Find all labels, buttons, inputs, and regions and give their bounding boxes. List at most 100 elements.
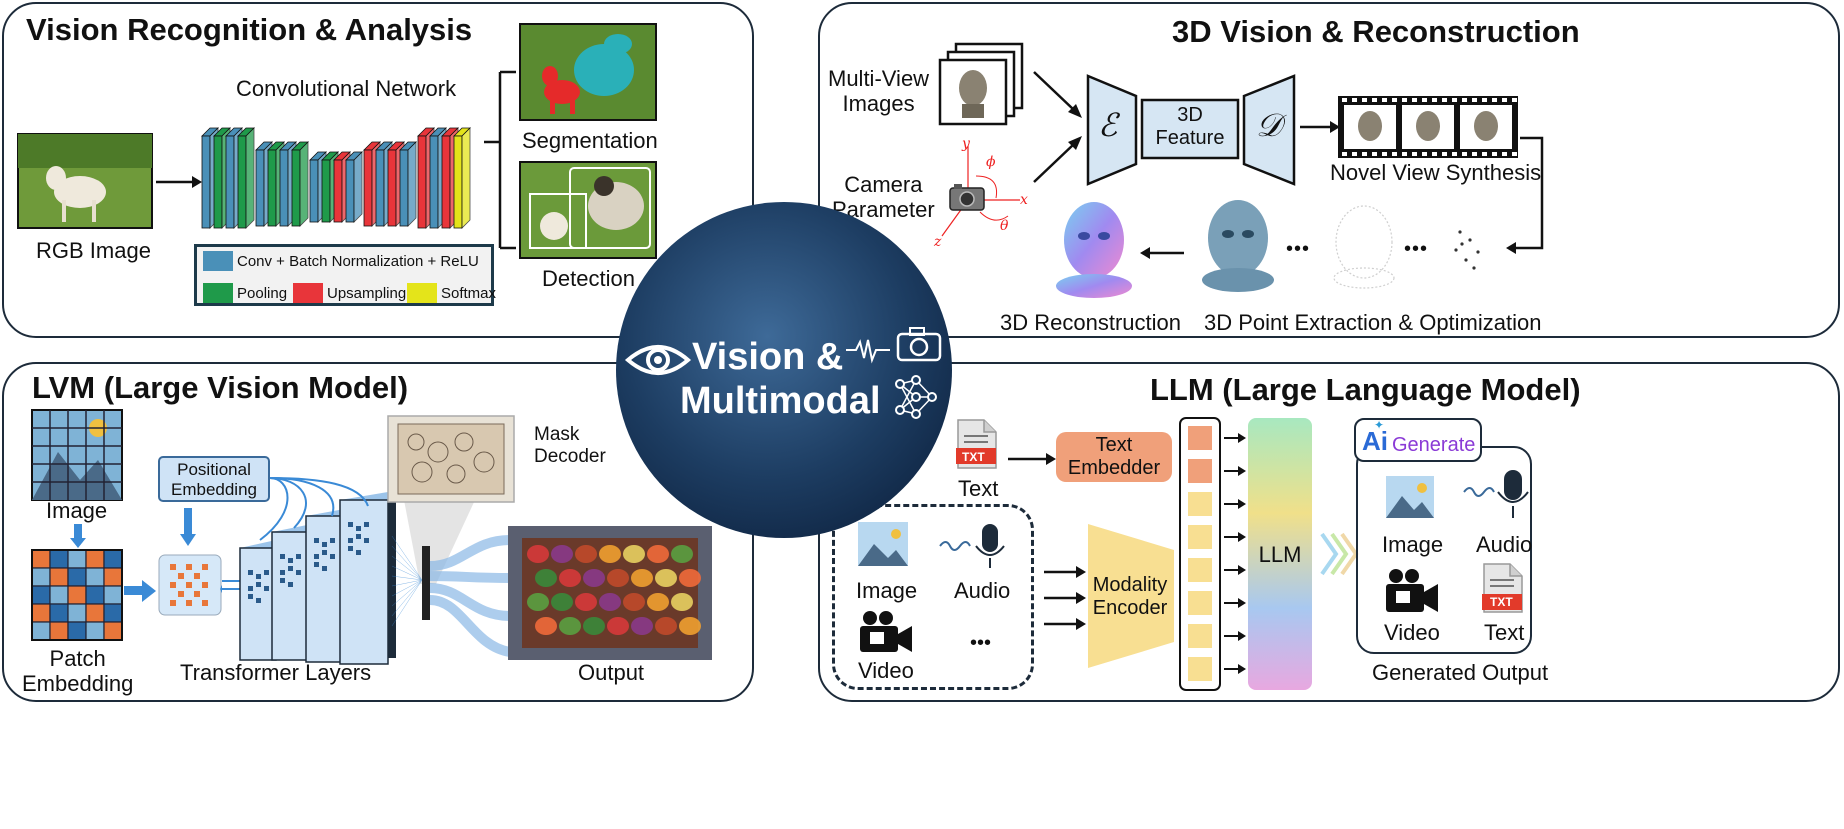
ai-generate-word: Generate xyxy=(1392,434,1476,456)
token-arrows xyxy=(1224,433,1246,674)
decoder-symbol: 𝒟 xyxy=(1256,106,1282,144)
point-cloud-light xyxy=(1333,205,1395,289)
legend-swatch-softmax xyxy=(407,283,437,303)
legend-swatch-pooling xyxy=(203,283,233,303)
feature-label-line2: Feature xyxy=(1155,127,1225,149)
gen-txt-badge: TXT xyxy=(1490,595,1513,609)
arrows-into-modality-encoder xyxy=(1044,566,1086,630)
legend-label-conv: Conv + Batch Normalization + ReLU xyxy=(237,253,479,270)
feature-label-line1: 3D xyxy=(1177,104,1203,126)
transformer-layers-label: Transformer Layers xyxy=(180,660,372,685)
multiview-label-line2: Images xyxy=(842,91,915,117)
arrow-pos-down xyxy=(180,508,196,546)
encoder-decoder-block xyxy=(1086,74,1296,186)
token-embedding-box xyxy=(158,554,222,616)
point-cloud-sparse xyxy=(1454,230,1480,270)
panel-title-lvm: LVM (Large Vision Model) xyxy=(32,370,409,405)
lvm-output-photo xyxy=(508,526,712,660)
segmentation-label: Segmentation xyxy=(522,128,658,153)
legend-label-softmax: Softmax xyxy=(441,285,497,302)
panel-title-llm: LLM (Large Language Model) xyxy=(1150,372,1581,407)
axis-label-x: x xyxy=(1020,192,1028,208)
mask-label-line2: Decoder xyxy=(534,445,606,467)
gen-video-icon xyxy=(1386,569,1438,612)
camera-label-line1: Camera xyxy=(844,172,923,197)
mask-decoder-projection xyxy=(387,415,515,584)
llm-text-input-label: Text xyxy=(958,476,999,501)
lvm-image-label: Image xyxy=(46,498,108,523)
waveform-icon xyxy=(846,339,890,364)
center-title-line2: Multimodal xyxy=(680,380,881,422)
reconstruction-label: 3D Reconstruction xyxy=(1000,310,1181,335)
gen-audio-icon xyxy=(1463,470,1529,518)
chevrons-to-output xyxy=(1320,532,1359,576)
legend-swatch-conv xyxy=(203,251,233,271)
modality-audio-icon xyxy=(939,524,1005,568)
patch-label-line2: Embedding xyxy=(22,671,134,697)
nvs-label: Novel View Synthesis xyxy=(1330,160,1542,185)
arrow-loop-down xyxy=(1506,136,1544,254)
llm-label: LLM xyxy=(1258,542,1302,567)
arrow-to-network xyxy=(156,176,202,188)
multiview-images-stack xyxy=(938,42,1024,126)
conv-network-diagram xyxy=(201,127,471,229)
arrow-text-to-embedder xyxy=(1008,453,1056,465)
camera-icon xyxy=(896,327,942,362)
lvm-input-image-grid xyxy=(31,409,123,501)
modality-image-label: Image xyxy=(856,578,918,603)
arrow-patch-to-tokens xyxy=(124,580,156,602)
ai-generate-badge xyxy=(1354,418,1482,462)
panel-title-vision-recognition: Vision Recognition & Analysis xyxy=(26,12,473,47)
ai-generate-ai: Ai xyxy=(1362,426,1388,456)
lvm-output-label: Output xyxy=(578,660,645,685)
ai-sparkle-icon: ✦ xyxy=(1374,418,1385,432)
arrow-to-reconstruction xyxy=(1140,247,1184,259)
ellipsis-dots-1: ••• xyxy=(1404,238,1429,260)
modality-encoder-label: Modality Encoder xyxy=(1086,574,1174,620)
camera-label: Camera Parameter xyxy=(832,172,935,223)
token-column xyxy=(1179,417,1221,691)
transformer-layers-stack xyxy=(239,492,396,665)
novel-view-filmstrip xyxy=(1338,96,1518,158)
modality-image-icon xyxy=(858,522,908,566)
gen-video-label: Video xyxy=(1384,620,1440,645)
detection-photo xyxy=(519,161,657,259)
legend-label-pooling: Pooling xyxy=(237,285,288,302)
mask-label-line1: Mask xyxy=(534,424,580,445)
segmentation-photo xyxy=(519,23,657,121)
arrow-to-nvs xyxy=(1300,121,1340,133)
eye-icon xyxy=(624,345,692,375)
axis-label-phi: ϕ xyxy=(986,154,996,170)
text-embedder-box xyxy=(1056,432,1172,482)
neural-network-icon xyxy=(895,375,937,419)
rgb-image-label: RGB Image xyxy=(36,238,151,263)
pos-label-line2: Embedding xyxy=(170,479,257,499)
axis-label-y: y xyxy=(962,136,970,152)
modality-encoder-trapezoid xyxy=(1088,524,1174,668)
conv-network-label: Convolutional Network xyxy=(236,76,457,101)
modality-audio-label: Audio xyxy=(954,578,1011,603)
text-embedder-label: Text Embedder xyxy=(1056,434,1172,480)
modality-more-dots: ••• xyxy=(970,632,992,654)
embedder-line2: Embedder xyxy=(1067,457,1161,479)
feature-label: 3D Feature xyxy=(1146,104,1234,150)
legend-swatch-upsampling xyxy=(293,283,323,303)
panel-title-3d-vision: 3D Vision & Reconstruction xyxy=(1172,14,1580,49)
mask-decoder-label: Mask Decoder xyxy=(534,424,606,468)
gen-text-label: Text xyxy=(1484,620,1525,645)
gen-image-label: Image xyxy=(1382,532,1444,557)
llm-gradient-box xyxy=(1248,418,1312,690)
embedder-line1: Text xyxy=(1095,434,1133,456)
point-extraction-label: 3D Point Extraction & Optimization xyxy=(1204,310,1542,335)
camera-axes-diagram xyxy=(941,146,1020,237)
positional-embedding-box xyxy=(158,456,270,502)
axis-label-theta: θ xyxy=(1000,218,1009,234)
patch-label-line1: Patch xyxy=(49,646,106,671)
rgb-image-photo xyxy=(17,133,153,229)
detection-label: Detection xyxy=(542,266,635,291)
txt-badge: TXT xyxy=(962,450,985,464)
center-circle xyxy=(616,202,952,538)
patch-embedding-label: Patch Embedding xyxy=(22,646,133,697)
gen-txt-icon xyxy=(1482,563,1523,613)
multiview-label-line1: Multi-View xyxy=(828,66,930,91)
